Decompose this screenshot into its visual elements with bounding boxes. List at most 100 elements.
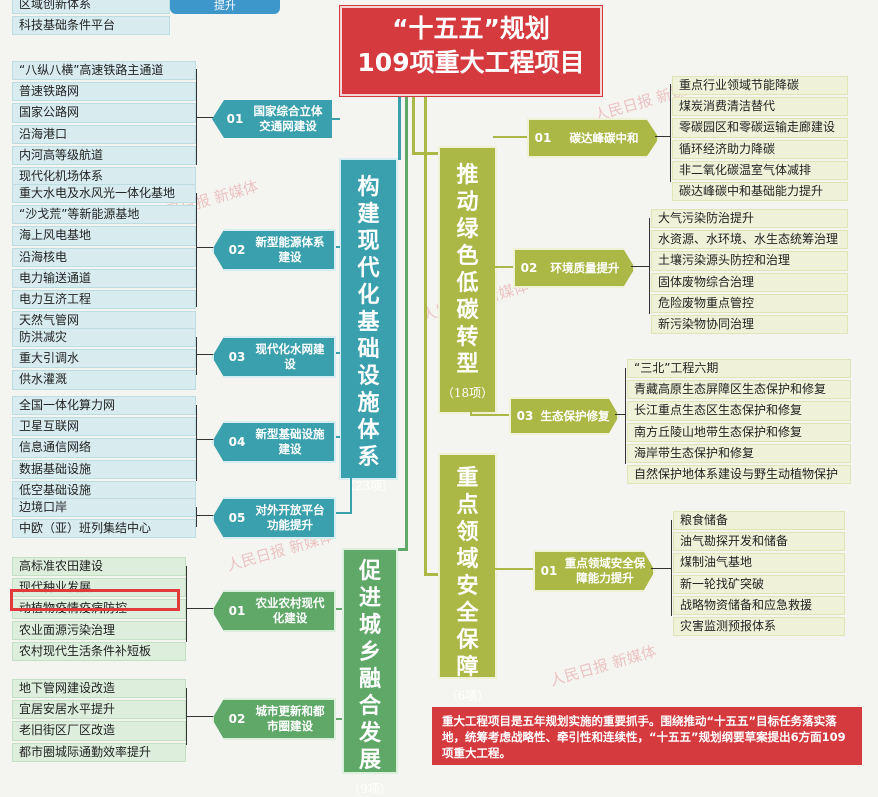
- list-item: 供水灌溉: [12, 370, 196, 390]
- connector: [493, 568, 533, 570]
- list-item: 煤制油气基地: [673, 553, 845, 573]
- security-group-01-list: 粮食储备 油气勘探开发和储备 煤制油气基地 新一轮找矿突破 战略物资储备和应急救…: [673, 511, 845, 638]
- group-number: 01: [534, 131, 552, 145]
- security-title: 重点领域安全保障: [456, 465, 479, 680]
- list-item: 南方丘陵山地带生态保护和修复: [627, 422, 851, 442]
- infra-group-02-list: 重大水电及水风光一体化基地 “沙戈荒”等新能源基地 海上风电基地 沿海核电 电力…: [12, 184, 196, 332]
- group-number: 03: [228, 350, 246, 364]
- top-left-list: 区域创新体系 科技基础条件平台: [12, 0, 170, 37]
- list-item: 内河高等级航道: [12, 145, 196, 165]
- list-item: 卫星互联网: [12, 417, 196, 437]
- bracket: [196, 439, 216, 440]
- connector: [493, 266, 513, 268]
- list-item: 防洪减灾: [12, 328, 196, 348]
- list-item: 沿海核电: [12, 247, 196, 267]
- list-item: 海岸带生态保护和修复: [627, 443, 851, 463]
- summary-note: 重大工程项目是五年规划实施的重要抓手。围绕推动“十五五”目标任务落实落地，统筹考…: [432, 707, 862, 765]
- list-item: 战略物资储备和应急救援: [673, 595, 845, 615]
- list-item: 中欧（亚）班列集结中心: [12, 519, 196, 539]
- list-item: “八纵八横”高速铁路主通道: [12, 61, 196, 81]
- bracket: [186, 716, 216, 717]
- urban-rural-count: （9项）: [348, 782, 392, 796]
- infra-group-04: 04 新型基础设施建设: [212, 421, 336, 463]
- group-number: 02: [520, 261, 538, 275]
- bracket: [196, 193, 197, 307]
- group-label: 现代化水网建设: [255, 342, 325, 371]
- infra-group-01-list: “八纵八横”高速铁路主通道 普速铁路网 国家公路网 沿海港口 内河高等级航道 现…: [12, 61, 196, 188]
- urban-rural-bar: 促进城乡融合发展 （9项）: [342, 548, 398, 796]
- main-title: “十五五”规划 109项重大工程项目: [340, 6, 602, 96]
- bracket: [651, 568, 671, 569]
- bracket: [196, 515, 216, 516]
- highlight-box: [10, 589, 180, 611]
- group-label: 城市更新和都市圈建设: [255, 704, 325, 733]
- group-number: 01: [226, 112, 244, 126]
- connector: [398, 92, 401, 160]
- list-item: 危险废物重点管控: [651, 293, 848, 313]
- bracket: [196, 405, 197, 481]
- bracket: [196, 507, 197, 527]
- list-item: 新污染物协同治理: [651, 314, 848, 335]
- list-item: 大气污染防治提升: [651, 209, 848, 229]
- group-label: 重点领域安全保障能力提升: [564, 556, 646, 585]
- list-item: 循环经济助力降碳: [672, 139, 848, 159]
- watermark: 人民日报 新媒体: [547, 642, 659, 690]
- connector: [424, 573, 440, 576]
- list-item: 非二氧化碳温室气体减排: [672, 160, 848, 180]
- list-item: 油气勘探开发和储备: [673, 532, 845, 552]
- infra-group-02: 02 新型能源体系建设: [212, 229, 336, 271]
- group-number: 02: [228, 243, 246, 257]
- green-group-02: 02 环境质量提升: [513, 248, 635, 288]
- security-count: （6项）: [445, 689, 490, 703]
- connector: [350, 476, 352, 514]
- list-item: 沿海港口: [12, 124, 196, 144]
- green-transition-bar: 推动绿色低碳转型 （18项）: [438, 146, 497, 414]
- infra-group-04-list: 全国一体化算力网 卫星互联网 信息通信网络 数据基础设施 低空基础设施: [12, 396, 196, 502]
- list-item: 重大引调水: [12, 349, 196, 369]
- group-label: 环境质量提升: [550, 260, 620, 275]
- green-group-03-list: “三北”工程六期 青藏高原生态屏障区生态保护和修复 长江重点生态区生态保护和修复…: [627, 359, 851, 486]
- security-bar: 重点领域安全保障 （6项）: [438, 453, 497, 703]
- infrastructure-title: 构建现代化基础设施体系: [357, 174, 380, 470]
- group-label: 新型能源体系建设: [255, 235, 325, 264]
- list-item: 都市圈城际通勤效率提升: [12, 742, 186, 762]
- connector: [493, 136, 527, 138]
- connector: [394, 548, 408, 551]
- connector: [470, 410, 472, 416]
- list-item: 普速铁路网: [12, 82, 196, 102]
- bracket: [670, 84, 671, 182]
- bracket: [631, 266, 649, 267]
- list-item: 现代化机场体系: [12, 166, 196, 187]
- list-item: 农业面源污染治理: [12, 620, 186, 640]
- connector: [330, 118, 340, 120]
- green-transition-count: （18项）: [441, 386, 494, 400]
- bracket: [186, 566, 187, 642]
- bracket: [186, 608, 216, 609]
- green-group-01: 01 碳达峰碳中和: [527, 118, 659, 158]
- list-item: 零碳园区和零碳运输走廊建设: [672, 118, 848, 138]
- infra-group-05: 05 对外开放平台功能提升: [212, 497, 336, 539]
- list-item: 土壤污染源头防控和治理: [651, 251, 848, 271]
- title-line1: “十五五”规划: [392, 14, 550, 43]
- list-item: 碳达峰碳中和基础能力提升: [672, 181, 848, 202]
- list-item: 水资源、水环境、水生态统筹治理: [651, 230, 848, 250]
- infra-group-03: 03 现代化水网建设: [212, 336, 336, 378]
- list-item: 重大水电及水风光一体化基地: [12, 184, 196, 204]
- list-item: “沙戈荒”等新能源基地: [12, 205, 196, 225]
- bracket: [615, 414, 625, 415]
- bracket: [671, 520, 672, 616]
- bracket: [655, 136, 670, 137]
- list-item: 边境口岸: [12, 498, 196, 518]
- list-item: “三北”工程六期: [627, 359, 851, 379]
- list-item: 重点行业领域节能降碳: [672, 76, 848, 96]
- green-group-03: 03 生态保护修复: [509, 397, 619, 435]
- connector: [405, 92, 408, 548]
- list-item: 地下管网建设改造: [12, 679, 186, 699]
- security-group-01: 01 重点领域安全保障能力提升: [533, 550, 655, 592]
- list-item: 全国一体化算力网: [12, 396, 196, 416]
- urban-group-01: 01 农业农村现代化建设: [212, 590, 336, 632]
- list-item: 灾害监测预报体系: [673, 616, 845, 637]
- bracket: [196, 354, 216, 355]
- list-item: 海上风电基地: [12, 226, 196, 246]
- list-item: 科技基础条件平台: [12, 16, 170, 36]
